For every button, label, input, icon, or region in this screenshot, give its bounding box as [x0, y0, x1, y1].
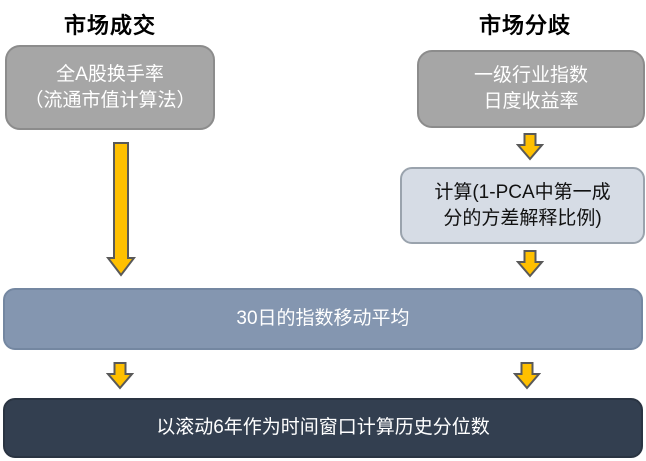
- right-column-title: 市场分歧: [478, 13, 571, 38]
- moving-average-box: 30日的指数移动平均: [3, 288, 643, 350]
- moving-average-label: 30日的指数移动平均: [236, 308, 410, 330]
- down-arrow-icon: [515, 133, 545, 166]
- down-arrow-icon: [105, 142, 137, 282]
- historical-percentile-label: 以滚动6年作为时间窗口计算历史分位数: [156, 417, 490, 439]
- down-arrow-icon: [512, 362, 542, 395]
- pca-calculation-line-1: 计算(1-PCA中第一成: [434, 181, 611, 203]
- pca-calculation-box: 计算(1-PCA中第一成 分的方差解释比例): [400, 167, 645, 244]
- historical-percentile-box: 以滚动6年作为时间窗口计算历史分位数: [3, 398, 643, 458]
- down-arrow-icon: [515, 250, 545, 283]
- industry-index-box: 一级行业指数 日度收益率: [417, 50, 645, 128]
- pca-calculation-line-2: 分的方差解释比例): [443, 207, 602, 229]
- industry-index-line-2: 日度收益率: [483, 91, 579, 112]
- turnover-rate-line-1: 全A股换手率: [56, 63, 164, 85]
- down-arrow-icon: [105, 362, 135, 395]
- industry-index-line-1: 一级行业指数: [473, 65, 588, 87]
- left-column-title: 市场成交: [63, 13, 156, 38]
- turnover-rate-line-2: （流通市值计算法）: [24, 89, 196, 111]
- turnover-rate-box: 全A股换手率 （流通市值计算法）: [5, 45, 215, 130]
